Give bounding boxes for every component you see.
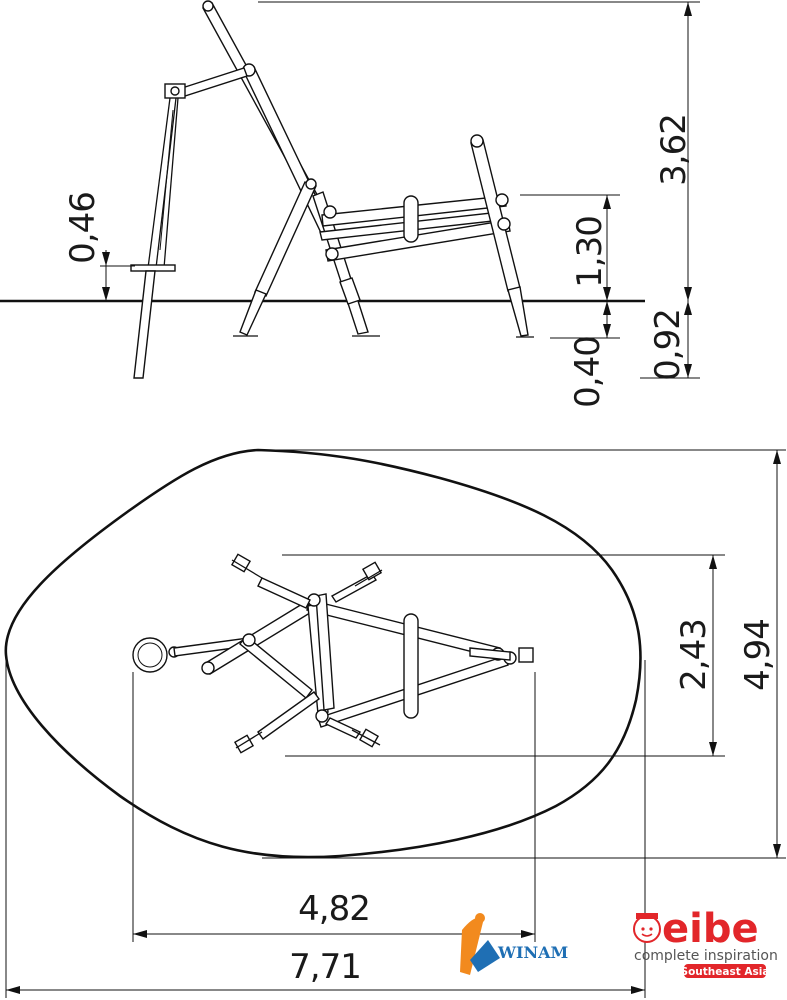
dim-depth: 2,43 [674, 619, 714, 691]
side-dimensions [100, 1, 700, 379]
plan-dimensions [5, 449, 786, 998]
winam-logo-text: WINAM [497, 943, 568, 962]
eibe-face-icon [633, 915, 661, 943]
dim-total-height: 3,62 [654, 114, 694, 186]
eibe-region: Southeast Asia [681, 966, 770, 978]
eibe-brand: eibe [662, 906, 759, 952]
eibe-region-badge [684, 964, 766, 978]
front-legs [233, 178, 380, 337]
dim-seat-height: 1,30 [570, 216, 610, 288]
rear-post [470, 134, 534, 338]
seat-frame [319, 195, 511, 262]
winam-logo: WINAM [460, 913, 568, 975]
dim-foundation-long: 0,92 [648, 309, 688, 381]
safety-area-outline [4, 448, 642, 859]
dim-area-depth: 4,94 [738, 619, 778, 691]
upper-arm [181, 67, 248, 97]
dim-foot-height: 0,46 [63, 192, 103, 264]
dim-area-width: 7,71 [289, 947, 361, 987]
equipment-top-view [132, 553, 534, 754]
dim-foundation-short: 0,40 [568, 336, 608, 408]
lower-post [133, 270, 156, 379]
spring-rod [147, 97, 179, 269]
foot-plate [130, 264, 176, 272]
side-view: 3,62 1,30 0,46 0,40 0,92 [0, 0, 700, 408]
eibe-tagline: complete inspiration [634, 948, 778, 964]
plan-view: 2,43 4,94 4,82 7,71 [4, 448, 786, 998]
dim-width: 4,82 [298, 889, 370, 929]
eibe-logo: eibe complete inspiration Southeast Asia [633, 906, 778, 978]
